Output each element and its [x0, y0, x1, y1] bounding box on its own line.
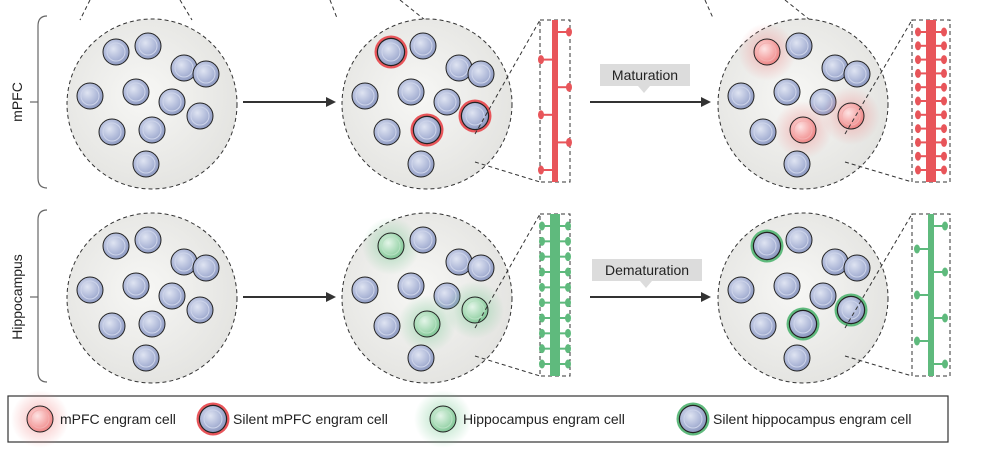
hippocampus-initial-cell [102, 232, 130, 260]
hippocampus-dematured-cell [773, 272, 801, 300]
hippocampus-dematured-cell [727, 276, 755, 304]
mpfc-initial-cell [158, 88, 186, 116]
hippocampus-dematured-cell [843, 254, 871, 282]
legend-item-hippo: Hippocampus engram cell [414, 390, 625, 448]
mpfc-mature-cell [773, 78, 801, 106]
mpfc-mature-cell [774, 101, 832, 159]
mpfc-intermediate-cell [373, 118, 401, 146]
row-label-hippocampus: Hippocampus [9, 254, 25, 340]
hippocampus-dematured-cell [809, 282, 837, 310]
hippocampus-initial-cell [76, 276, 104, 304]
maturation-label: Maturation [612, 67, 678, 83]
legend: mPFC engram cell Silent mPFC engram cell H… [7, 390, 949, 448]
arrow-mpfc-maturation [590, 97, 711, 107]
hippocampus-intermediate-cell [407, 344, 435, 372]
mpfc-intermediate-cell [374, 35, 408, 69]
mpfc-intermediate-cell [445, 54, 473, 82]
legend-swatch-silent-mpfc [196, 402, 230, 436]
hippocampus-dematured-cell [783, 344, 811, 372]
mpfc-intermediate-cell [409, 32, 437, 60]
hippocampus-dematured-cell [834, 293, 868, 327]
mpfc-intermediate-cell [397, 78, 425, 106]
hippocampus-dematured-cell [749, 312, 777, 340]
hippocampus-initial-cell [134, 226, 162, 254]
hippocampus-dematured-dendrite [844, 213, 951, 377]
hippocampus-initial-cell [186, 296, 214, 324]
mpfc-intermediate-cell [458, 99, 492, 133]
mpfc-initial-cell [186, 102, 214, 130]
hippocampus-initial-cell [98, 312, 126, 340]
legend-item-silent-hippo: Silent hippocampus engram cell [676, 402, 911, 436]
hippocampus-initial-cell [132, 344, 160, 372]
hippocampus-intermediate-cell [467, 254, 495, 282]
arrow-hippocampus-step1 [243, 292, 336, 302]
mpfc-mature-cell [738, 23, 796, 81]
dematuration-label: Dematuration [605, 262, 689, 278]
legend-swatch-hippo [414, 390, 472, 448]
legend-label-hippo: Hippocampus engram cell [463, 411, 625, 427]
mpfc-initial-cell [98, 118, 126, 146]
mpfc-mature-dendrite [844, 19, 951, 183]
hippocampus-dematured-cell [786, 307, 820, 341]
hippocampus-initial-cell [158, 282, 186, 310]
legend-label-mpfc: mPFC engram cell [60, 411, 176, 427]
mpfc-intermediate-cell [407, 150, 435, 178]
hippocampus-intermediate-cell [409, 226, 437, 254]
hippocampus-mature-dendrite [474, 213, 571, 377]
mpfc-mature-cell [822, 87, 880, 145]
hippocampus-intermediate-cell [373, 312, 401, 340]
mpfc-initial-cell [76, 82, 104, 110]
dematuration-callout: Dematuration [592, 259, 702, 288]
hippocampus-intermediate-cell [398, 295, 456, 353]
mpfc-initial-cell [122, 78, 150, 106]
row-bracket-mpfc [30, 15, 48, 189]
hippocampus-intermediate-cell [362, 217, 420, 275]
top-zoom-lines [79, 0, 811, 21]
row-label-mpfc: mPFC [9, 82, 25, 122]
hippocampus-dematured-cell [821, 248, 849, 276]
legend-label-silent-hippo: Silent hippocampus engram cell [713, 411, 911, 427]
mpfc-intermediate-cell [433, 88, 461, 116]
maturation-callout: Maturation [600, 64, 690, 93]
legend-item-silent-mpfc: Silent mPFC engram cell [196, 402, 388, 436]
mpfc-initial-cell [138, 116, 166, 144]
mpfc-mature-cell [727, 82, 755, 110]
mpfc-mature-cell [749, 118, 777, 146]
hippocampus-initial-cell [192, 254, 220, 282]
mpfc-initial-cell [102, 38, 130, 66]
arrow-mpfc-step1 [243, 97, 336, 107]
hippocampus-intermediate-cell [351, 276, 379, 304]
legend-label-silent-mpfc: Silent mPFC engram cell [233, 411, 388, 427]
mpfc-mature-cell [783, 150, 811, 178]
mpfc-mature-cell [843, 60, 871, 88]
mpfc-mature-cell [785, 32, 813, 60]
mpfc-intermediate-cell [467, 60, 495, 88]
mpfc-intermediate-cell [351, 82, 379, 110]
hippocampus-initial-cell [122, 272, 150, 300]
arrow-hippocampus-dematuration [590, 292, 711, 302]
hippocampus-initial-cell [138, 310, 166, 338]
hippocampus-dematured-cell [785, 226, 813, 254]
hippocampus-intermediate-cell [446, 281, 504, 339]
hippocampus-dematured-cell [750, 229, 784, 263]
mpfc-initial-cell [192, 60, 220, 88]
legend-box [7, 395, 949, 443]
legend-item-mpfc: mPFC engram cell [11, 390, 176, 448]
mpfc-initial-cell [134, 32, 162, 60]
mpfc-initial-cell [132, 150, 160, 178]
legend-swatch-silent-hippo [676, 402, 710, 436]
mpfc-immature-dendrite [474, 19, 572, 183]
row-bracket-hippocampus [30, 209, 48, 383]
mpfc-intermediate-cell [410, 113, 444, 147]
legend-swatch-mpfc [11, 390, 69, 448]
hippocampus-initial-cell [170, 248, 198, 276]
hippocampus-intermediate-cell [397, 272, 425, 300]
